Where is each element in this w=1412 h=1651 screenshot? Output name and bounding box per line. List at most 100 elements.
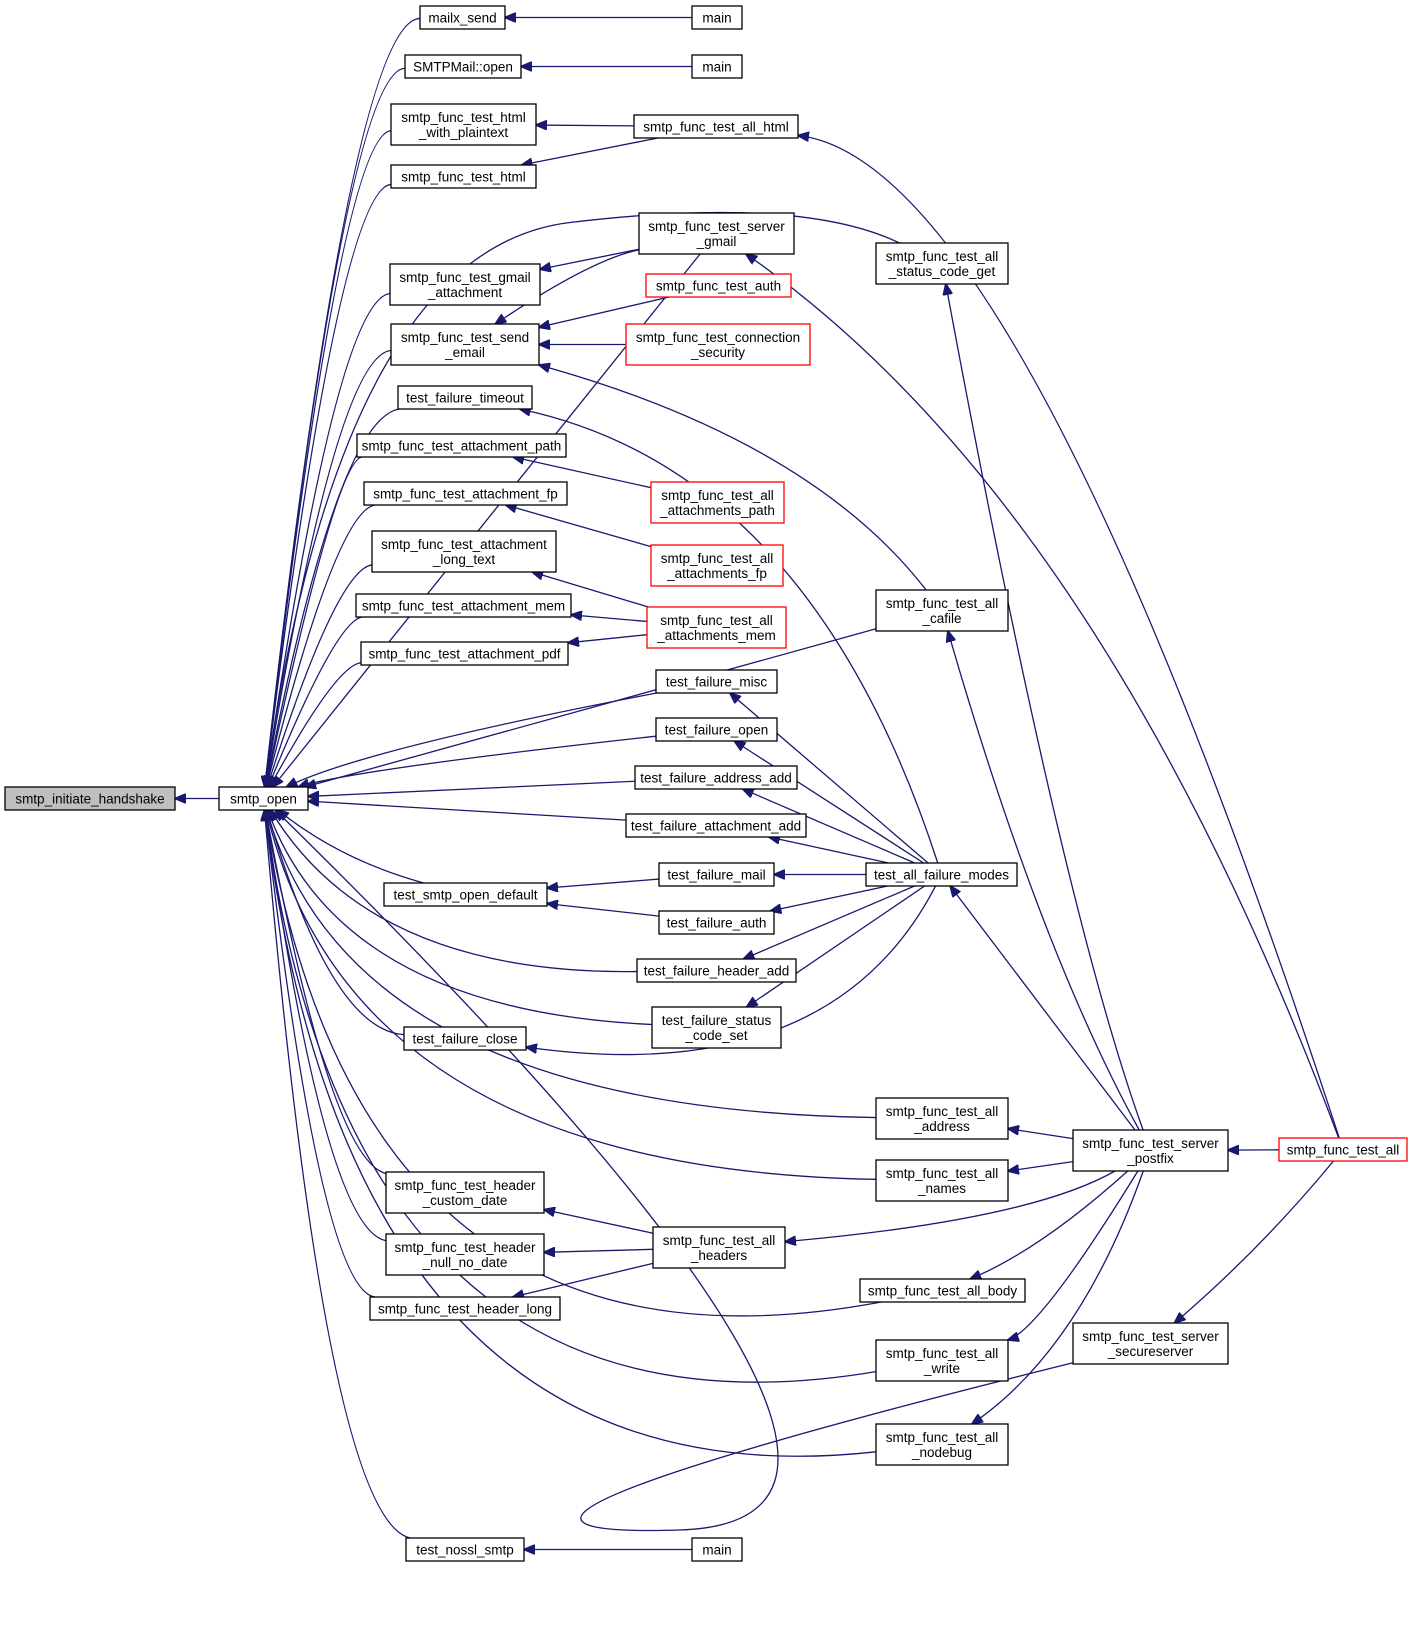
node-box[interactable] [403,1026,527,1051]
node-box[interactable] [875,1159,1009,1202]
graph-node-smtp-func-test-gmail-attachment[interactable]: smtp_func_test_gmail_attachment [389,263,541,306]
graph-node-main[interactable]: main [691,54,743,79]
node-box[interactable] [383,882,548,907]
node-box[interactable] [1072,1129,1229,1172]
node-box[interactable] [389,263,541,306]
graph-node-test-failure-timeout[interactable]: test_failure_timeout [397,385,533,410]
node-box[interactable] [691,1537,743,1562]
graph-node-smtpmail-open[interactable]: SMTPMail::open [404,54,522,79]
graph-node-smtp-func-test-header-long[interactable]: smtp_func_test_header_long [369,1296,561,1321]
node-box[interactable] [658,910,775,935]
node-box[interactable] [385,1233,545,1276]
graph-node-mailx-send[interactable]: mailx_send [419,5,506,30]
node-box[interactable] [650,481,785,524]
node-box[interactable] [634,765,798,790]
graph-node-smtp-func-test-attachment-long-text[interactable]: smtp_func_test_attachment_long_text [371,530,557,573]
node-box[interactable] [369,1296,561,1321]
node-box[interactable] [218,786,309,811]
graph-node-test-smtp-open-default[interactable]: test_smtp_open_default [383,882,548,907]
graph-node-smtp-func-test-all-nodebug[interactable]: smtp_func_test_all_nodebug [875,1423,1009,1466]
graph-node-smtp-func-test-all-attachments-path[interactable]: smtp_func_test_all_attachments_path [650,481,785,524]
node-box[interactable] [390,164,537,189]
node-box[interactable] [691,54,743,79]
graph-node-test-failure-address-add[interactable]: test_failure_address_add [634,765,798,790]
node-box[interactable] [691,5,743,30]
graph-node-smtp-func-test-attachment-pdf[interactable]: smtp_func_test_attachment_pdf [360,641,569,666]
node-box[interactable] [405,1537,525,1562]
node-box[interactable] [390,103,537,146]
node-box[interactable] [650,544,784,587]
node-box[interactable] [875,1423,1009,1466]
graph-node-test-nossl-smtp[interactable]: test_nossl_smtp [405,1537,525,1562]
graph-node-smtp-func-test-html-with-plaintext[interactable]: smtp_func_test_html_with_plaintext [390,103,537,146]
node-box[interactable] [625,323,811,366]
graph-node-smtp-func-test-all-body[interactable]: smtp_func_test_all_body [859,1278,1026,1303]
node-box[interactable] [638,212,795,255]
graph-node-smtp-func-test-all-write[interactable]: smtp_func_test_all_write [875,1339,1009,1382]
graph-node-smtp-func-test-auth[interactable]: smtp_func_test_auth [645,273,792,298]
graph-node-smtp-func-test-all-attachments-mem[interactable]: smtp_func_test_all_attachments_mem [646,606,787,649]
node-box[interactable] [645,273,792,298]
node-box[interactable] [655,669,778,694]
graph-node-smtp-func-test-attachment-mem[interactable]: smtp_func_test_attachment_mem [355,593,572,618]
graph-node-smtp-initiate-handshake[interactable]: smtp_initiate_handshake [4,786,176,811]
graph-node-smtp-func-test-all-names[interactable]: smtp_func_test_all_names [875,1159,1009,1202]
graph-node-test-failure-mail[interactable]: test_failure_mail [658,862,775,887]
graph-node-main[interactable]: main [691,5,743,30]
graph-node-smtp-func-test-send-email[interactable]: smtp_func_test_send_email [390,323,540,366]
node-box[interactable] [390,323,540,366]
node-box[interactable] [419,5,506,30]
node-box[interactable] [385,1171,545,1214]
graph-node-test-failure-status-code-set[interactable]: test_failure_status_code_set [651,1006,782,1049]
node-box[interactable] [658,862,775,887]
node-box[interactable] [875,589,1009,632]
graph-node-test-failure-header-add[interactable]: test_failure_header_add [636,958,797,983]
graph-node-smtp-func-test-all-status-code-get[interactable]: smtp_func_test_all_status_code_get [875,242,1009,285]
graph-node-smtp-func-test-all-html[interactable]: smtp_func_test_all_html [633,114,799,139]
node-box[interactable] [363,481,568,506]
node-box[interactable] [1278,1137,1408,1162]
node-box[interactable] [636,958,797,983]
node-box[interactable] [875,1339,1009,1382]
graph-node-smtp-func-test-html[interactable]: smtp_func_test_html [390,164,537,189]
graph-node-smtp-func-test-connection-security[interactable]: smtp_func_test_connection_security [625,323,811,366]
node-box[interactable] [859,1278,1026,1303]
node-box[interactable] [875,242,1009,285]
node-box[interactable] [404,54,522,79]
graph-node-smtp-func-test-server-gmail[interactable]: smtp_func_test_server_gmail [638,212,795,255]
graph-node-smtp-func-test-server-secureserver[interactable]: smtp_func_test_server_secureserver [1072,1322,1229,1365]
node-box[interactable] [646,606,787,649]
node-box[interactable] [865,862,1018,887]
node-box[interactable] [1072,1322,1229,1365]
node-box[interactable] [633,114,799,139]
graph-node-smtp-func-test-server-postfix[interactable]: smtp_func_test_server_postfix [1072,1129,1229,1172]
graph-node-test-failure-attachment-add[interactable]: test_failure_attachment_add [625,813,807,838]
node-box[interactable] [355,593,572,618]
graph-node-smtp-func-test-header-null-no-date[interactable]: smtp_func_test_header_null_no_date [385,1233,545,1276]
graph-node-smtp-func-test-all-headers[interactable]: smtp_func_test_all_headers [652,1226,786,1269]
node-box[interactable] [625,813,807,838]
graph-node-smtp-func-test-all-address[interactable]: smtp_func_test_all_address [875,1097,1009,1140]
graph-node-test-failure-open[interactable]: test_failure_open [655,717,778,742]
node-box[interactable] [371,530,557,573]
graph-node-smtp-func-test-all-attachments-fp[interactable]: smtp_func_test_all_attachments_fp [650,544,784,587]
node-box[interactable] [875,1097,1009,1140]
graph-node-smtp-func-test-all[interactable]: smtp_func_test_all [1278,1137,1408,1162]
graph-node-smtp-func-test-all-cafile[interactable]: smtp_func_test_all_cafile [875,589,1009,632]
graph-node-smtp-func-test-header-custom-date[interactable]: smtp_func_test_header_custom_date [385,1171,545,1214]
node-box[interactable] [360,641,569,666]
node-box[interactable] [397,385,533,410]
node-box[interactable] [652,1226,786,1269]
graph-node-test-failure-auth[interactable]: test_failure_auth [658,910,775,935]
graph-node-test-all-failure-modes[interactable]: test_all_failure_modes [865,862,1018,887]
graph-node-smtp-func-test-attachment-fp[interactable]: smtp_func_test_attachment_fp [363,481,568,506]
graph-node-smtp-func-test-attachment-path[interactable]: smtp_func_test_attachment_path [356,433,567,458]
node-box[interactable] [651,1006,782,1049]
graph-node-main[interactable]: main [691,1537,743,1562]
graph-node-test-failure-close[interactable]: test_failure_close [403,1026,527,1051]
node-box[interactable] [356,433,567,458]
node-box[interactable] [4,786,176,811]
node-box[interactable] [655,717,778,742]
graph-node-test-failure-misc[interactable]: test_failure_misc [655,669,778,694]
graph-node-smtp-open[interactable]: smtp_open [218,786,309,811]
